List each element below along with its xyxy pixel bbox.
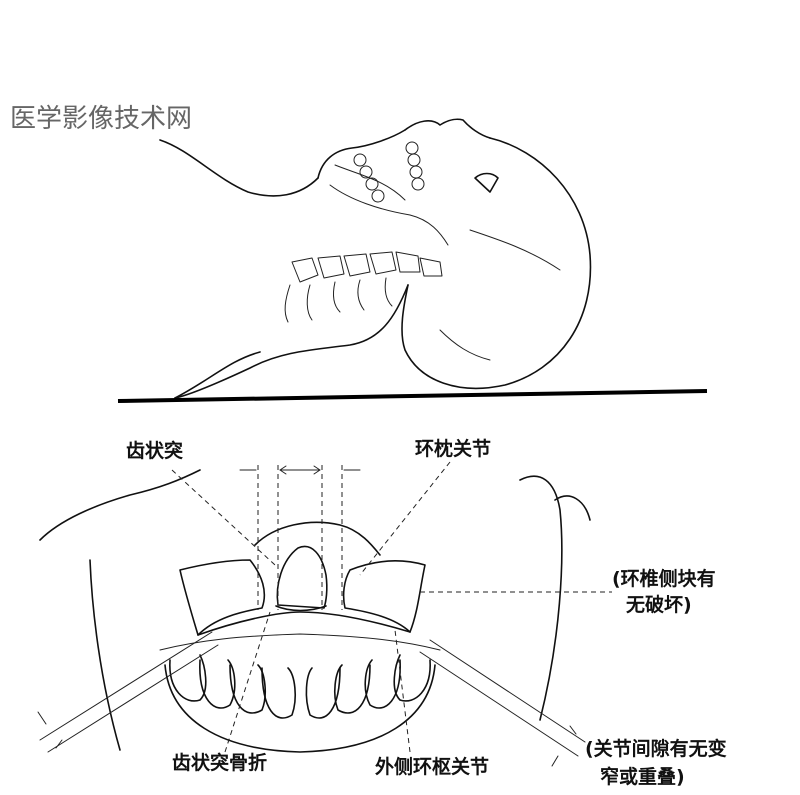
skull-inner-line	[469, 229, 561, 271]
oblique-line-left-a	[39, 631, 213, 741]
label-dens-fracture: 齿状突骨折	[172, 752, 268, 774]
label-joint-space-line2: 窄或重叠)	[600, 766, 685, 788]
left-cheek	[89, 559, 121, 751]
right-gap-arrows	[551, 725, 577, 767]
axis-upper-edge	[197, 611, 411, 636]
odontoid-view-figure	[37, 461, 612, 767]
neck-outline	[174, 284, 409, 399]
jaw-outline	[317, 129, 406, 179]
dens-shape	[276, 545, 328, 609]
cervical-spine	[284, 251, 443, 323]
leader-atlanto-occipital	[359, 461, 451, 576]
right-cheek	[519, 475, 563, 721]
oblique-line-left-b	[47, 644, 219, 753]
leader-dens-fracture	[224, 611, 271, 753]
occiput-arch	[254, 521, 381, 556]
orbit-mark	[474, 172, 499, 193]
left-lateral-mass	[179, 559, 266, 636]
label-lateral-atlantoaxial-joint: 外侧环枢关节	[375, 756, 490, 778]
left-upper-contour	[39, 469, 201, 541]
right-lateral-mass	[342, 560, 426, 633]
patient-head-figure	[159, 118, 592, 399]
label-joint-space-line1: (关节间隙有无变	[585, 738, 727, 760]
leader-lateral-joint	[394, 629, 411, 753]
teeth-column	[353, 141, 425, 203]
label-lateral-mass-line2: 无破坏)	[626, 594, 692, 616]
mandible-outline	[164, 664, 436, 753]
mouth-line	[329, 184, 449, 246]
label-dens: 齿状突	[126, 440, 184, 462]
oblique-line-right-a	[429, 639, 586, 743]
table-line	[117, 389, 708, 403]
skull-inner-line-2	[439, 329, 491, 361]
pillow-outline	[174, 351, 261, 399]
face-profile	[404, 118, 491, 139]
left-gap-arrows	[37, 711, 63, 749]
watermark: 医学影像技术网	[10, 104, 193, 134]
leader-dens	[171, 469, 276, 566]
dens-fracture-line	[275, 605, 327, 612]
label-lateral-mass-line1: (环椎侧块有	[612, 568, 716, 590]
label-atlanto-occipital-joint: 环枕关节	[415, 438, 492, 460]
shoulder-outline	[159, 139, 319, 197]
upper-teeth-arch	[159, 633, 441, 651]
lower-teeth	[169, 654, 431, 719]
oblique-line-right-b	[419, 651, 579, 757]
skull-outline	[401, 137, 592, 390]
right-ear-contour	[554, 495, 591, 521]
palate-line	[334, 164, 406, 201]
